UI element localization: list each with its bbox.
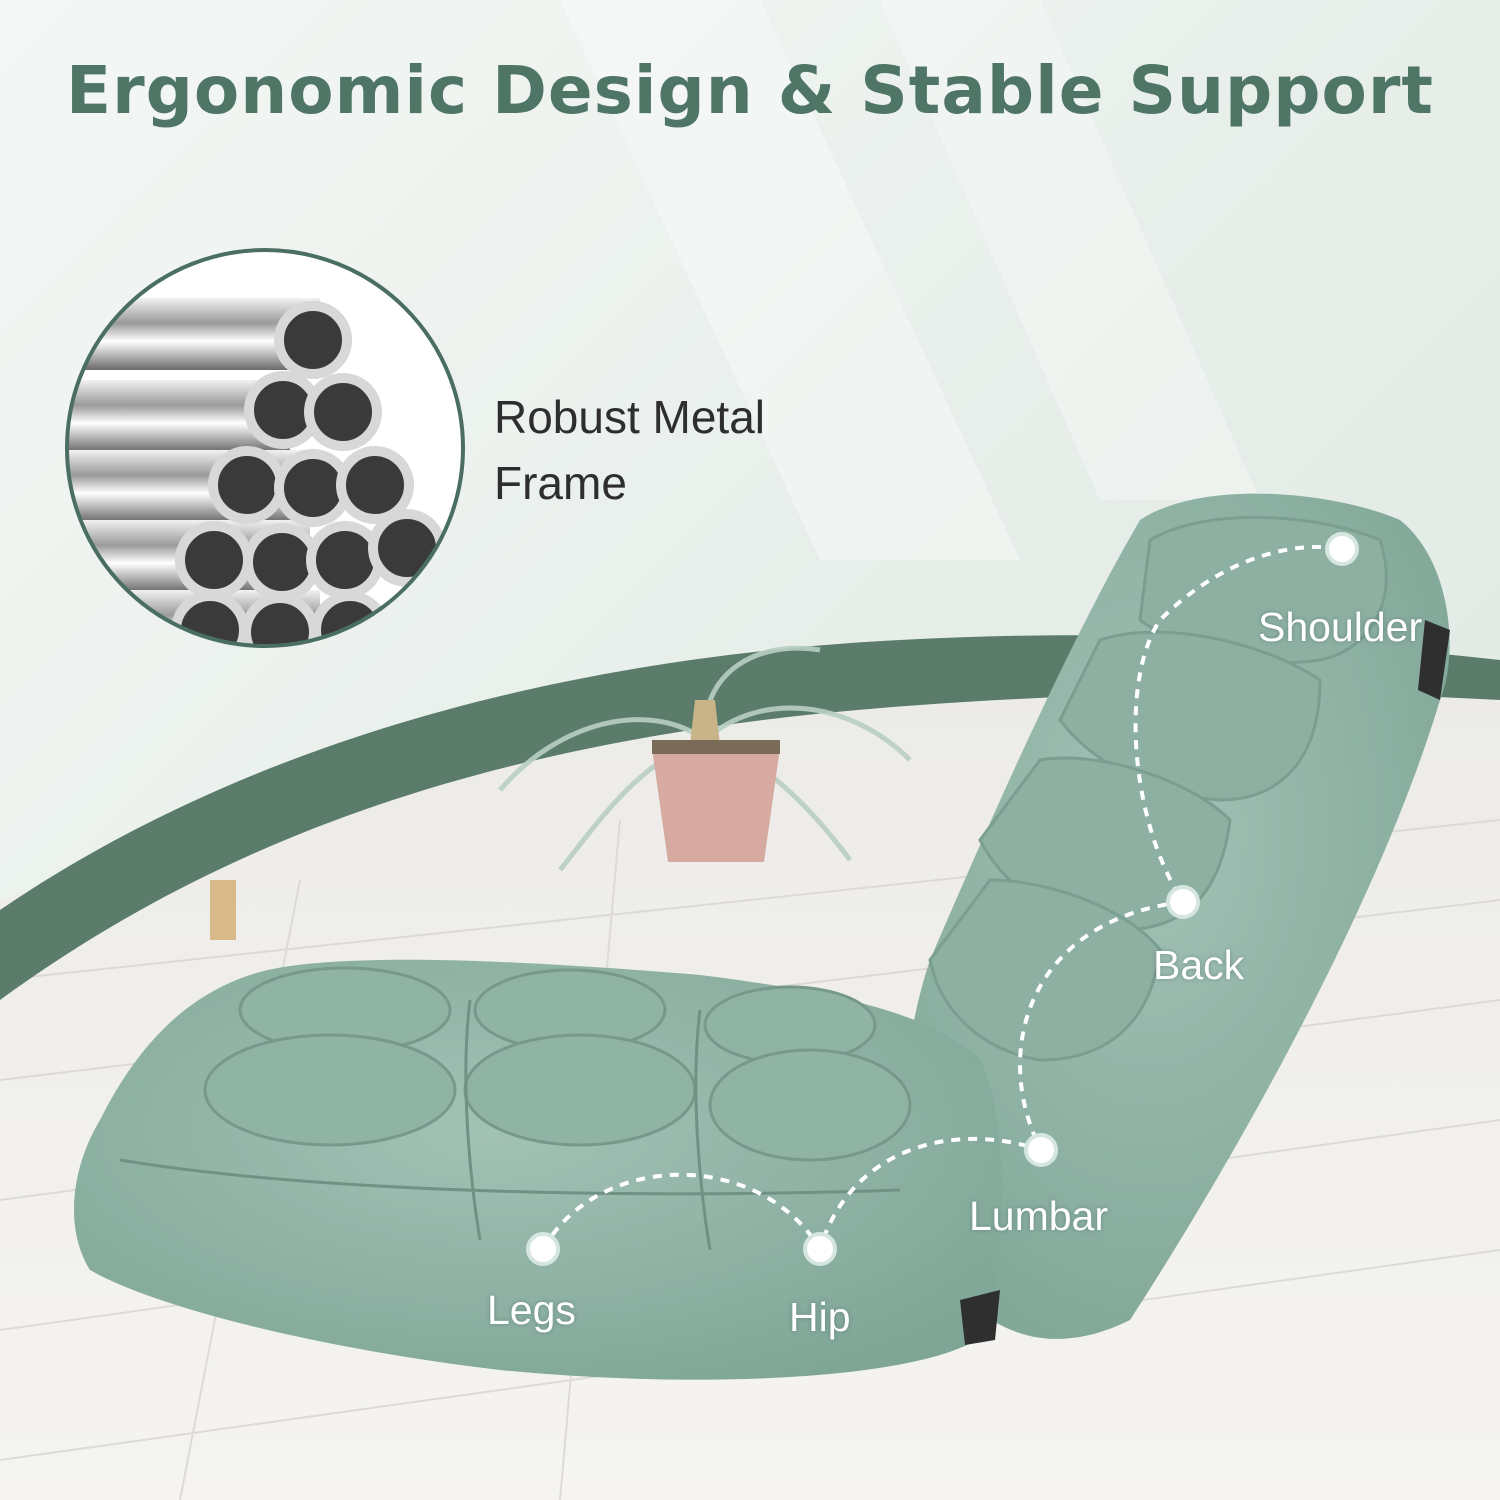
lumbar-marker <box>1024 1133 1058 1167</box>
legs-marker <box>526 1232 560 1266</box>
back-label: Back <box>1153 942 1245 988</box>
hip-marker <box>803 1232 837 1266</box>
metal-frame-caption: Robust Metal Frame <box>494 384 824 516</box>
potted-plant <box>498 645 912 872</box>
metal-frame-caption-line1: Robust Metal <box>494 391 766 443</box>
shoulder-marker <box>1325 532 1359 566</box>
lumbar-label: Lumbar <box>969 1193 1109 1239</box>
metal-frame-caption-line2: Frame <box>494 457 627 509</box>
support-path-line <box>541 544 1343 1254</box>
back-marker <box>1166 885 1200 919</box>
shoulder-label: Shoulder <box>1258 604 1423 650</box>
hip-label: Hip <box>789 1294 851 1340</box>
headline: Ergonomic Design & Stable Support <box>66 52 1434 129</box>
support-markers <box>526 532 1359 1266</box>
table-leg <box>210 880 236 940</box>
legs-label: Legs <box>487 1287 576 1333</box>
